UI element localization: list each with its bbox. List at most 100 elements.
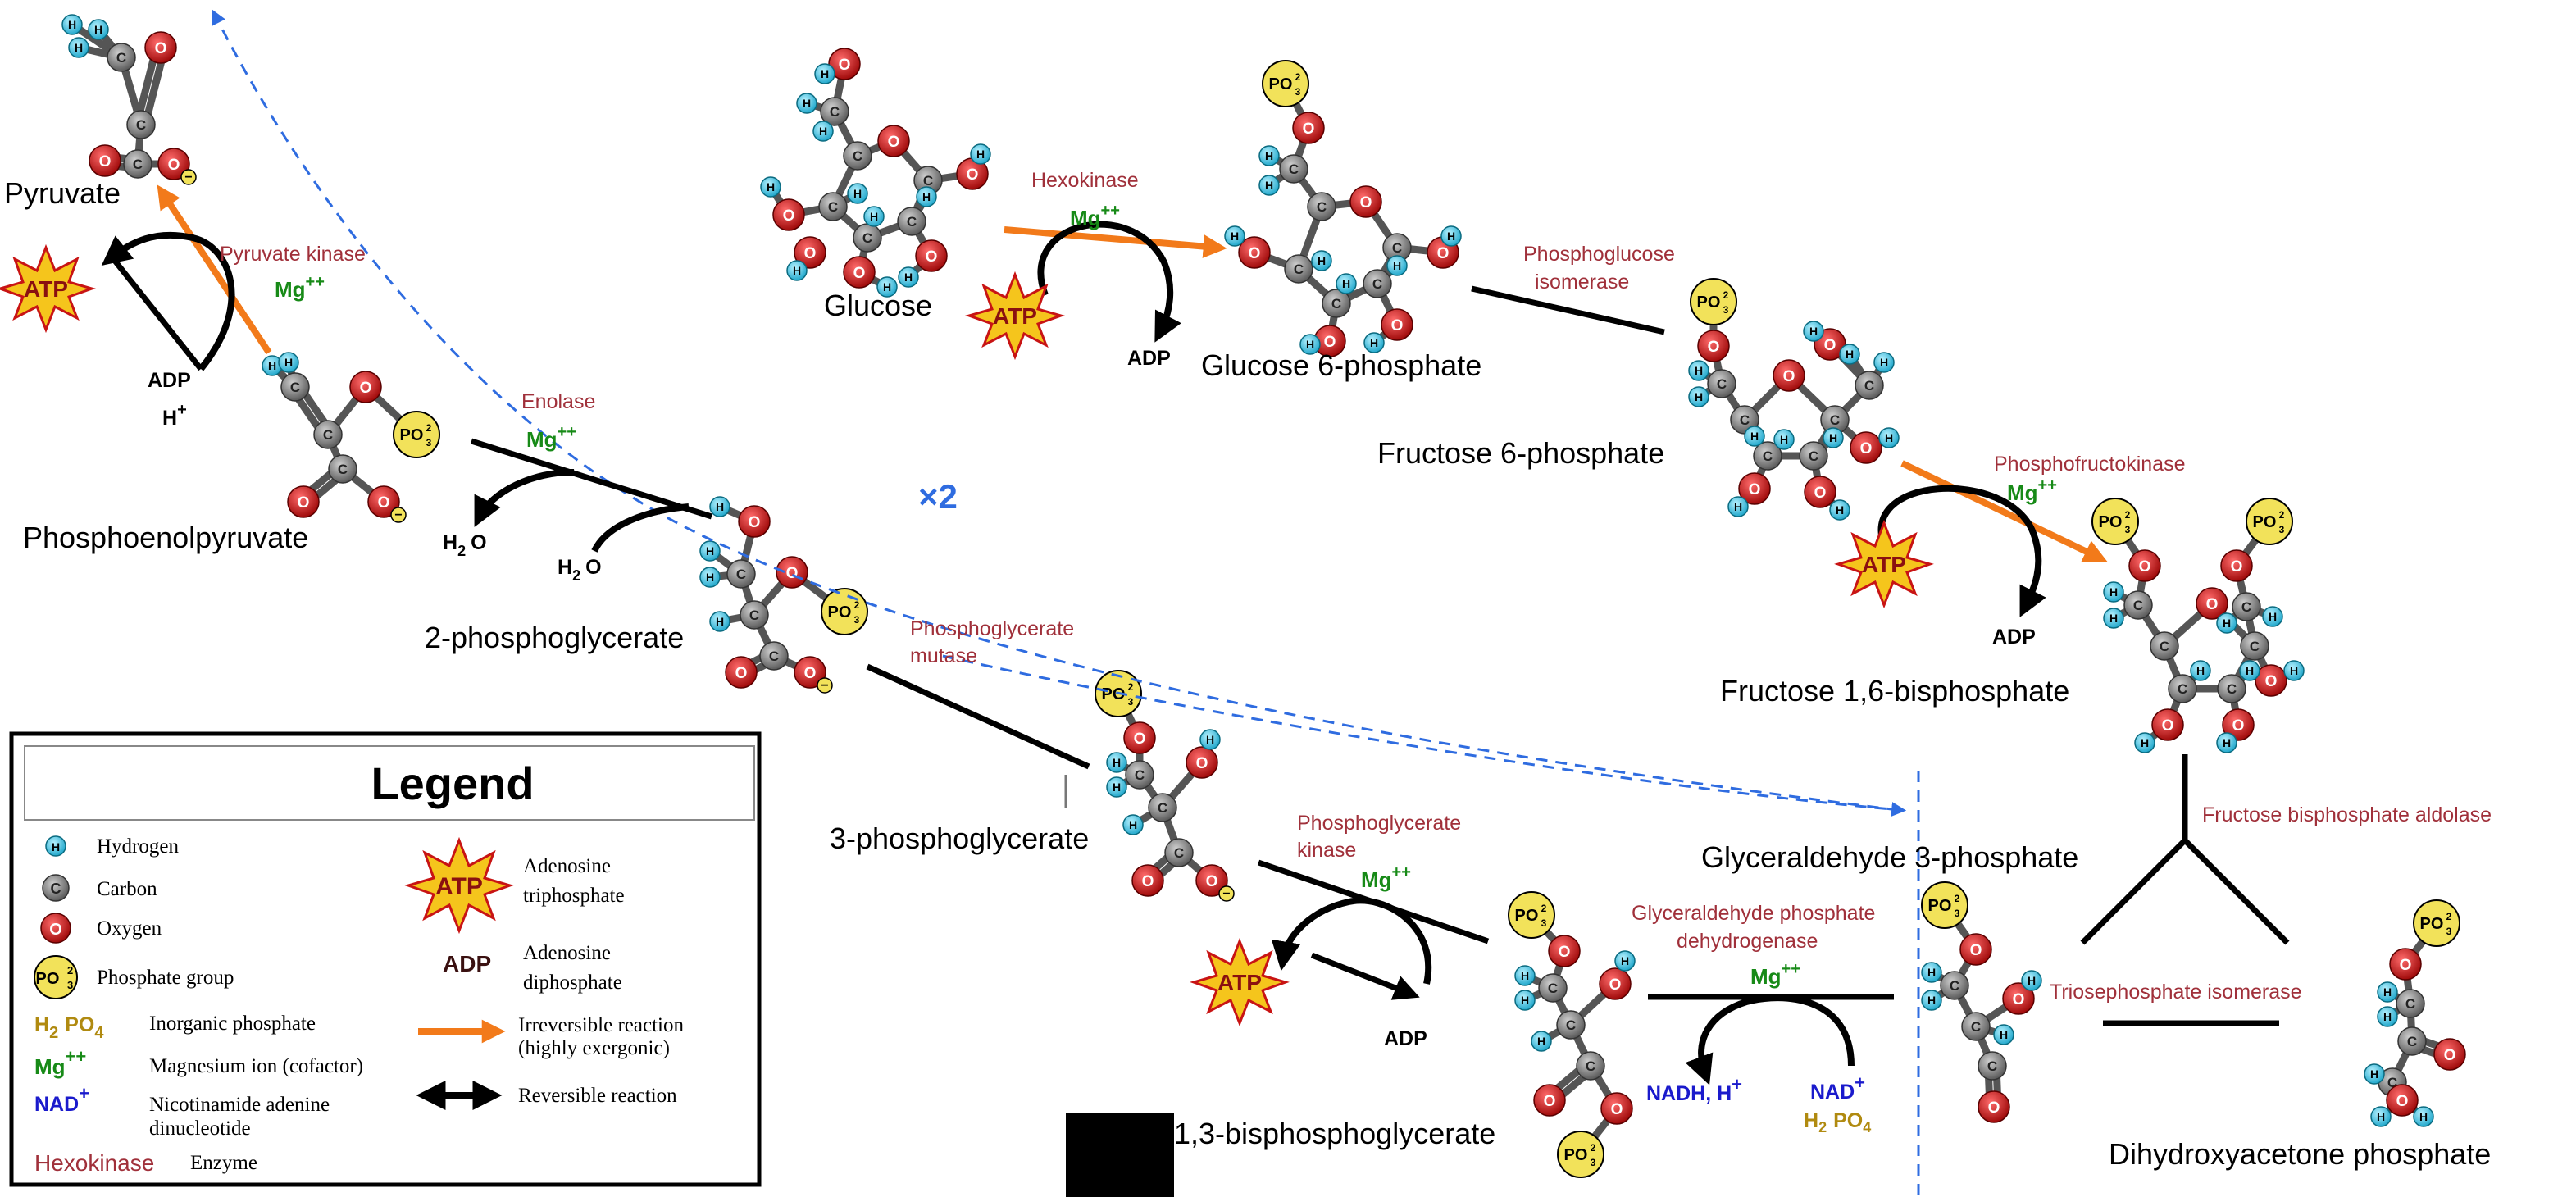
- negative-charge-icon: [390, 507, 407, 523]
- oxygen-atom: O: [287, 485, 320, 518]
- atom-symbol: H: [976, 148, 985, 161]
- hydrogen-atom: H: [1224, 225, 1245, 247]
- subscript: 3: [2446, 926, 2452, 937]
- hydrogen-atom: H: [916, 186, 937, 207]
- carbon-atom: C: [280, 372, 310, 402]
- atom-symbol: C: [1971, 1019, 1981, 1035]
- atp-star-pgk: ATP: [1190, 937, 1290, 1027]
- oxygen-atom: O: [956, 157, 989, 190]
- label-g6p: Glucose 6-phosphate: [1201, 348, 1481, 382]
- hydrogen-atom: H: [1363, 332, 1385, 353]
- hydrogen-atom: H: [876, 276, 898, 298]
- atom-symbol: H: [2383, 985, 2392, 999]
- atom-symbol: O: [2139, 558, 2151, 576]
- atom-symbol: C: [1289, 162, 1299, 177]
- subscript: 3: [1128, 696, 1134, 708]
- carbon-atom: C: [1799, 441, 1828, 471]
- atom-symbol: O: [783, 207, 795, 225]
- enzyme-pgk-line2: kinase: [1297, 839, 1356, 862]
- oxygen-atom: O: [1959, 933, 1992, 966]
- legend-phosphate-glyph: PO: [36, 970, 60, 988]
- atom-symbol: O: [1206, 873, 1218, 890]
- oxygen-atom: O: [1599, 967, 1632, 1000]
- atom-symbol: PO: [1697, 294, 1721, 312]
- atom-symbol: H: [2000, 1028, 2008, 1041]
- hydrogen-atom: H: [1829, 499, 1850, 521]
- hydrogen-atom: H: [2283, 660, 2305, 681]
- atom-symbol: H: [68, 18, 76, 31]
- label-dhap: Dihydroxyacetone phosphate: [2109, 1137, 2491, 1171]
- atom-symbol: O: [1970, 942, 1982, 959]
- carbon-atom: C: [2232, 592, 2261, 621]
- atom-symbol: O: [360, 380, 372, 397]
- atom-symbol: H: [1206, 733, 1214, 746]
- atom-symbol: H: [1318, 254, 1326, 267]
- legend-carbon-icon: [42, 874, 70, 902]
- hydrogen-atom: H: [2190, 660, 2211, 681]
- atom-symbol: H: [1927, 994, 1936, 1007]
- hydrogen-atom: H: [2103, 581, 2124, 603]
- atom-symbol: O: [888, 134, 900, 151]
- legend-irreversible-line2: (highly exergonic): [518, 1037, 670, 1059]
- atom-symbol: C: [2241, 599, 2251, 615]
- enzyme-pyruvate-kinase: Pyruvate kinase: [220, 243, 366, 266]
- hydrogen-atom: H: [1514, 990, 1536, 1011]
- atom-symbol: H: [793, 264, 801, 277]
- enzyme-pfk: Phosphofructokinase: [1994, 453, 2185, 476]
- carbon-atom: C: [1707, 369, 1736, 398]
- atom-symbol: H: [2370, 1067, 2378, 1081]
- oxygen-atom: O: [1123, 721, 1156, 754]
- atom-symbol: O: [1134, 730, 1146, 748]
- atom-symbol: H: [1129, 818, 1137, 831]
- hydrogen-atom: H: [1440, 225, 1462, 247]
- nad-label: NAD+: [1810, 1072, 1865, 1104]
- atp-label: ATP: [24, 276, 68, 302]
- hydrogen-atom: H: [1803, 321, 1824, 342]
- charge-symbol: −: [394, 508, 402, 522]
- atom-symbol: C: [2407, 1034, 2417, 1049]
- atom-symbol: H: [1695, 390, 1703, 403]
- carbon-atom: C: [1322, 289, 1351, 318]
- mg-pfk: Mg++: [2007, 476, 2057, 505]
- charge-symbol: −: [821, 679, 828, 693]
- hydrogen-atom: H: [1921, 990, 1942, 1011]
- atom-symbol: O: [926, 248, 938, 266]
- legend-title-box: [24, 745, 755, 821]
- legend-hydrogen-icon: [45, 835, 66, 857]
- legend-nad-line1: Nicotinamide adenine: [149, 1094, 330, 1116]
- oxygen-atom: O: [1349, 185, 1382, 218]
- atom-symbol: O: [804, 245, 817, 262]
- atom-symbol: H: [1836, 503, 1844, 517]
- atom-symbol: O: [1609, 976, 1622, 994]
- atom-symbol: H: [853, 187, 862, 200]
- times-two-return-arrow: [212, 9, 1899, 812]
- enzyme-hexokinase: Hexokinase: [1031, 169, 1139, 192]
- atom-symbol: O: [786, 565, 799, 582]
- carbon-atom: C: [313, 420, 343, 449]
- hydrogen-atom: H: [1514, 965, 1536, 986]
- carbon-atom: C: [1576, 1051, 1605, 1081]
- oxygen-atom: O−: [157, 148, 197, 185]
- atom-symbol: O: [1783, 368, 1795, 385]
- subscript: 3: [1955, 908, 1960, 919]
- hydrogen-atom: H: [709, 611, 730, 632]
- hydrogen-atom: H: [61, 14, 83, 35]
- atom-symbol: O: [1360, 194, 1372, 212]
- carbon-atom: C: [1940, 971, 1969, 1000]
- hydrogen-atom: H: [2239, 660, 2260, 681]
- atom-symbol: H: [1447, 230, 1455, 243]
- atp-label: ATP: [1217, 970, 1262, 995]
- atom-symbol: H: [1265, 179, 1273, 192]
- oxygen-atom: O: [877, 125, 910, 157]
- legend-atp-star: ATP: [404, 836, 514, 935]
- atom-symbol: H: [1750, 430, 1759, 443]
- atom-symbol: H: [1829, 431, 1837, 444]
